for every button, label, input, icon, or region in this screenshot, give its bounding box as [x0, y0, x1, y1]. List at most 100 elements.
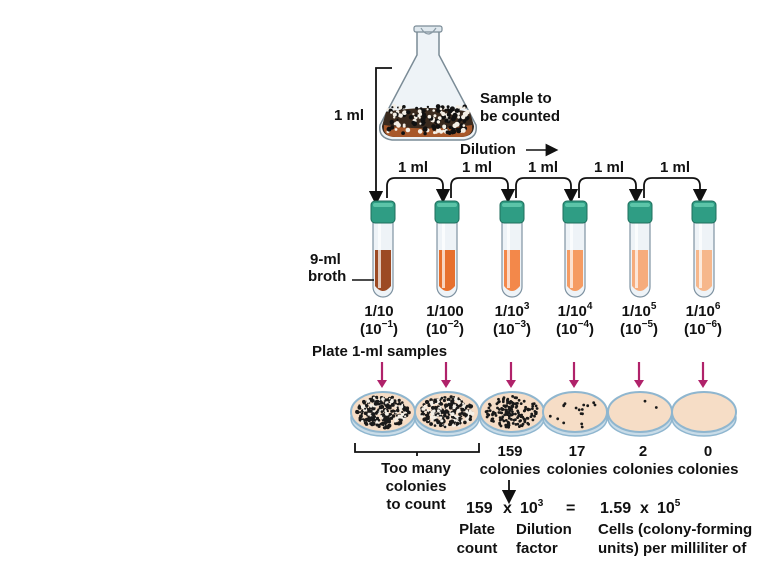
test-tube-3 — [499, 200, 525, 298]
colony — [454, 397, 459, 402]
flask-speckle — [412, 121, 418, 127]
colony — [397, 398, 401, 402]
tube-cap-top — [437, 203, 457, 207]
broth-label-line1: 9-ml — [310, 251, 341, 268]
colony — [360, 412, 364, 415]
colony — [449, 395, 453, 399]
flask-bacteria-speckles — [386, 104, 470, 136]
colony — [504, 413, 508, 416]
flask-speckle — [419, 107, 423, 110]
colony — [363, 421, 368, 425]
plating-arrowhead-4 — [569, 380, 579, 388]
flask-speckle — [452, 112, 458, 118]
colony — [374, 400, 379, 404]
colony — [491, 417, 495, 421]
flask-speckle — [444, 109, 447, 112]
colony — [470, 411, 475, 416]
colony — [514, 423, 518, 426]
colony — [442, 398, 446, 403]
caption-dilution: Dilution — [516, 521, 572, 538]
plate-agar — [671, 391, 737, 433]
colony — [501, 415, 505, 419]
colony — [425, 416, 429, 420]
equation-result-mantissa: 1.59 — [600, 500, 632, 517]
colony — [510, 407, 514, 411]
colony — [510, 404, 514, 408]
colony — [524, 405, 527, 409]
colony — [445, 407, 448, 410]
equation-result-power: 105 — [657, 497, 681, 517]
tube-2-fraction: 1/100 — [426, 303, 464, 320]
transfer-arcs — [386, 177, 708, 204]
equation-times-1: x — [503, 500, 512, 517]
too-many-line2: colonies — [385, 478, 447, 495]
colony — [456, 400, 462, 405]
flask-speckle — [442, 126, 446, 130]
colony — [402, 417, 406, 421]
plating-arrowhead-3 — [506, 380, 516, 388]
colony — [509, 418, 513, 421]
flask-speckle — [445, 130, 450, 135]
colony — [370, 421, 375, 425]
colony — [514, 412, 517, 416]
colony — [380, 404, 384, 408]
colony — [429, 422, 433, 426]
flask-speckle — [439, 107, 443, 111]
transfer-arc-1 — [386, 177, 451, 204]
colony — [592, 401, 596, 405]
colony — [460, 407, 463, 410]
petri-plate-3 — [479, 391, 545, 437]
colony — [372, 415, 376, 419]
transfer-label-2: 1 ml — [462, 159, 493, 176]
colony — [423, 404, 426, 408]
colony — [390, 398, 394, 402]
colony — [434, 399, 438, 404]
colony — [404, 415, 407, 418]
colony — [380, 410, 384, 413]
colony — [369, 404, 373, 408]
plate-5-colonies-label: colonies — [612, 461, 674, 478]
colony — [397, 407, 399, 410]
colony — [502, 396, 506, 399]
colony — [581, 412, 584, 416]
colony — [426, 408, 429, 412]
test-tube-1 — [370, 200, 396, 298]
flask-speckle — [421, 108, 426, 113]
flask-speckle — [458, 127, 462, 131]
colony — [365, 411, 368, 414]
colony — [511, 410, 514, 414]
colony — [398, 408, 402, 412]
colony — [556, 417, 560, 421]
colony — [400, 413, 404, 417]
tube-5-power: (10−5) — [619, 319, 659, 339]
colony — [375, 395, 379, 399]
colony — [431, 406, 435, 410]
colony — [531, 407, 534, 411]
colony — [390, 409, 394, 413]
transfer-arc-3 — [515, 177, 579, 204]
flask-speckle — [401, 131, 405, 136]
test-tube-6 — [691, 200, 717, 298]
colony — [500, 417, 504, 421]
colony — [396, 403, 399, 406]
colony — [529, 415, 533, 418]
tube-broth — [504, 250, 520, 291]
flask-speckle — [386, 126, 392, 132]
colony — [526, 421, 530, 425]
transfer-arc-4 — [578, 177, 644, 204]
colony — [389, 416, 394, 420]
flask-speckle — [436, 124, 439, 128]
colony — [531, 418, 535, 422]
colony — [535, 407, 539, 410]
flask-speckle — [433, 131, 436, 135]
colony — [438, 423, 443, 428]
colony — [448, 405, 453, 410]
tube-3-power: (10−3) — [492, 319, 532, 339]
flask-rim — [413, 25, 443, 33]
colony — [429, 400, 434, 405]
colony — [457, 408, 461, 412]
colony — [365, 404, 369, 408]
colony — [468, 417, 472, 422]
flask-speckle — [406, 110, 411, 115]
